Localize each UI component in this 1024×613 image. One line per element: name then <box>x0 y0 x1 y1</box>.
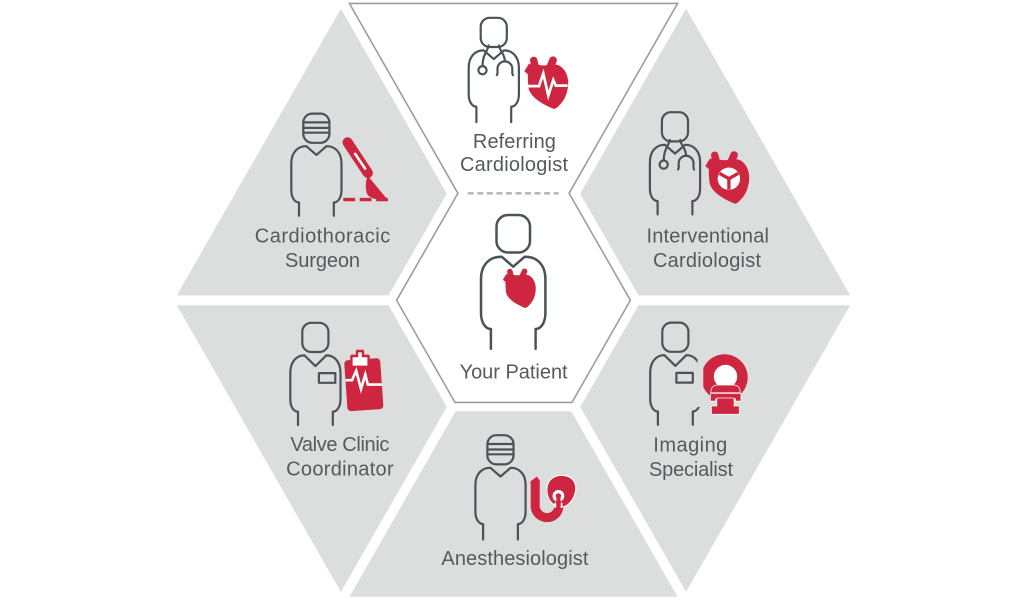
svg-text:Cardiothoracic: Cardiothoracic <box>255 225 391 247</box>
svg-text:Interventional: Interventional <box>646 225 769 247</box>
svg-text:Imaging: Imaging <box>653 435 727 457</box>
svg-text:Surgeon: Surgeon <box>285 250 360 272</box>
svg-text:Cardiologist: Cardiologist <box>653 250 761 272</box>
svg-text:Cardiologist: Cardiologist <box>460 154 568 176</box>
svg-text:Specialist: Specialist <box>649 459 733 481</box>
svg-text:Anesthesiologist: Anesthesiologist <box>441 548 588 570</box>
svg-text:Coordinator: Coordinator <box>286 459 394 481</box>
svg-text:Your Patient: Your Patient <box>460 362 568 384</box>
svg-text:Referring: Referring <box>473 131 556 153</box>
svg-text:Valve Clinic: Valve Clinic <box>290 434 389 456</box>
